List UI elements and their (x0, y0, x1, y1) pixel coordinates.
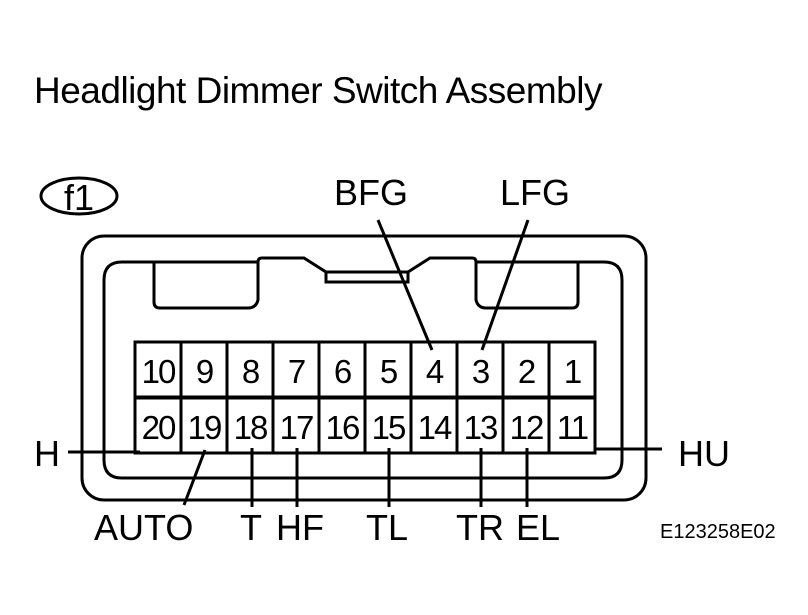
pin-number: 11 (557, 409, 588, 446)
pin-number: 18 (234, 409, 267, 446)
diagram-title: Headlight Dimmer Switch Assembly (34, 70, 602, 111)
signal-hf: HF (276, 507, 324, 548)
pin-number: 16 (326, 409, 359, 446)
connector-id-oval (39, 176, 119, 216)
signal-lfg: LFG (500, 172, 570, 213)
pin-number: 4 (426, 353, 444, 390)
signal-hu: HU (678, 433, 730, 474)
pin-number: 6 (334, 353, 351, 390)
signal-el: EL (516, 507, 560, 548)
pin-number: 7 (288, 353, 305, 390)
pin-number: 1 (564, 353, 581, 390)
pin-number: 5 (380, 353, 397, 390)
pin-number: 17 (280, 409, 313, 446)
pin-number: 10 (142, 353, 176, 390)
leader-lines (68, 219, 662, 507)
latch-cavity-right (474, 262, 580, 310)
connector-housing-outer (80, 234, 648, 502)
pin-number: 20 (142, 409, 176, 446)
pin-number: 15 (372, 409, 405, 446)
leader-bfg (376, 219, 434, 351)
pin-number: 3 (472, 353, 489, 390)
pin-number: 14 (418, 409, 452, 446)
pin-cell (547, 396, 597, 455)
signal-tl: TL (366, 507, 408, 548)
signal-tr: TR (456, 507, 504, 548)
signal-h: H (34, 433, 60, 474)
figure-code: E123258E02 (660, 521, 776, 543)
pin-number: 9 (196, 353, 213, 390)
signal-t: T (240, 507, 262, 548)
leader-auto (182, 449, 207, 506)
pin-number: 2 (518, 353, 535, 390)
latch-tab (324, 272, 410, 284)
connector-housing-inner (102, 256, 624, 480)
signal-auto: AUTO (94, 507, 193, 548)
latch-cavity (152, 262, 260, 310)
pin-number: 13 (464, 409, 497, 446)
leader-lfg (480, 219, 530, 351)
pin-number: 19 (188, 409, 221, 446)
pin-number: 8 (242, 353, 259, 390)
pin-number: 12 (510, 409, 543, 446)
signal-bfg: BFG (334, 172, 408, 213)
connector-id-label: f1 (64, 177, 94, 218)
